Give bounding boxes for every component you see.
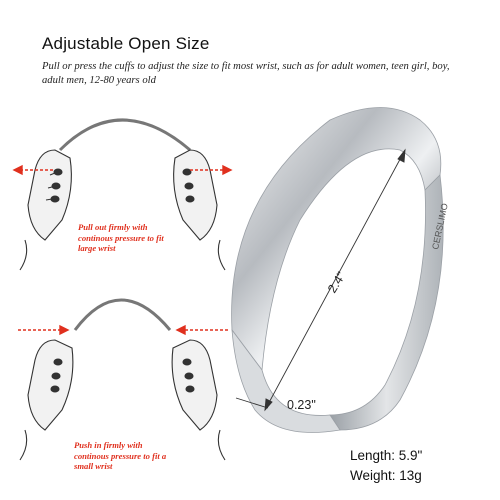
spec-weight: Weight: 13g bbox=[350, 468, 422, 483]
bracelet-closed-curve bbox=[73, 298, 172, 331]
page-title: Adjustable Open Size bbox=[42, 34, 210, 53]
hands-push-illustration bbox=[19, 298, 226, 461]
bracelet-open-curve bbox=[58, 118, 191, 152]
dimension-lines bbox=[235, 148, 406, 412]
pull-instruction: Pull out firmly with continous pressure … bbox=[78, 222, 164, 253]
push-arrows bbox=[18, 324, 228, 336]
width-dimension-label: 0.23" bbox=[287, 398, 316, 412]
pull-arrows bbox=[12, 164, 233, 176]
description-text: Pull or press the cuffs to adjust the si… bbox=[42, 61, 450, 86]
hands-pull-illustration bbox=[19, 118, 226, 271]
push-instruction: Push in firmly with continous pressure t… bbox=[74, 440, 167, 471]
spec-length: Length: 5.9" bbox=[350, 448, 423, 463]
